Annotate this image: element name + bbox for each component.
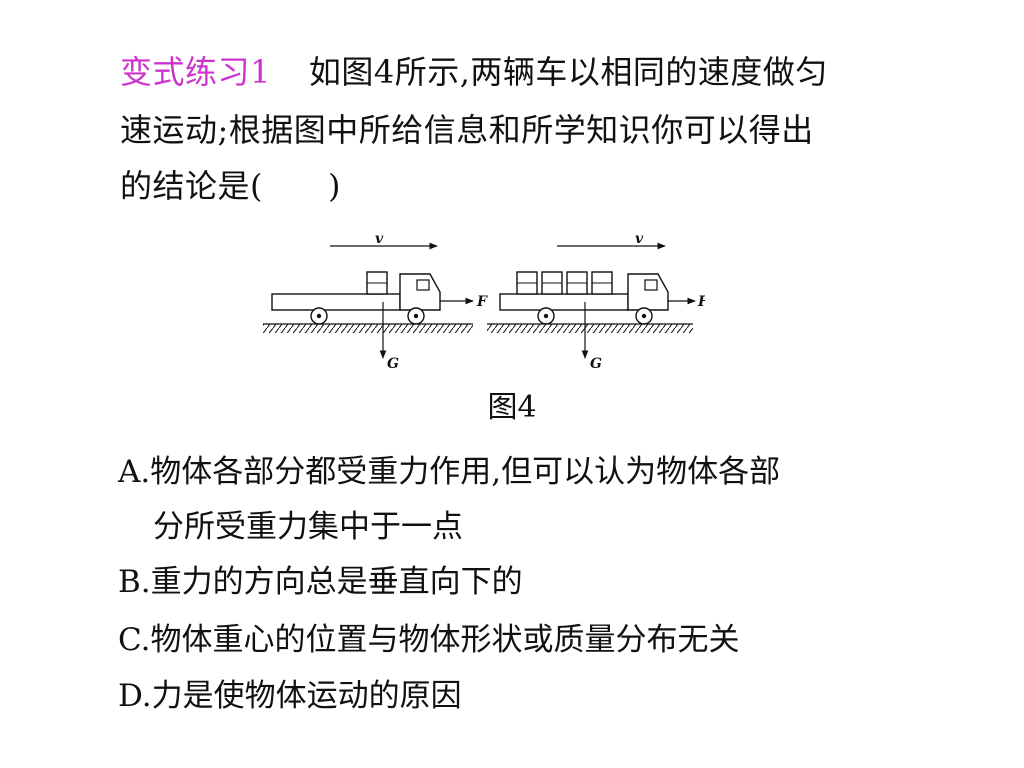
gravity-label-1: G [387, 356, 399, 372]
gravity-label-2: G [590, 356, 602, 372]
cab-window-2 [644, 279, 658, 291]
question-line-2: 速运动;根据图中所给信息和所学知识你可以得出 [120, 111, 814, 149]
ground-1 [263, 324, 473, 333]
exercise-tag: 变式练习1 [120, 53, 271, 91]
force-label-1: F [476, 294, 488, 310]
option-a-line-1: A.物体各部分都受重力作用,但可以认为物体各部 [118, 454, 781, 490]
question-line-1: 变式练习1 如图4所示,两辆车以相同的速度做匀 [120, 52, 828, 92]
figure-caption: 图4 [487, 390, 537, 425]
cab-window-1 [416, 279, 430, 291]
truck-bed-1 [271, 293, 401, 311]
truck-cab-1 [399, 273, 441, 311]
option-d: D.力是使物体运动的原因 [118, 678, 462, 714]
question-line-3: 的结论是( ) [120, 167, 341, 205]
truck-two: v F G [487, 231, 705, 372]
question-text-1: 如图4所示,两辆车以相同的速度做匀 [308, 53, 828, 91]
option-a-line-2: 分所受重力集中于一点 [153, 509, 463, 545]
truck-cab-2 [627, 273, 669, 311]
velocity-label-1: v [375, 231, 384, 247]
ground-2 [487, 324, 693, 333]
option-c: C.物体重心的位置与物体形状或质量分布无关 [118, 622, 740, 658]
truck-diagram: v F G v [263, 231, 705, 372]
force-label-2: F [697, 294, 705, 310]
velocity-label-2: v [635, 231, 644, 247]
truck-one: v F G [263, 231, 488, 372]
truck-bed-2 [499, 293, 629, 311]
option-b: B.重力的方向总是垂直向下的 [118, 564, 523, 600]
